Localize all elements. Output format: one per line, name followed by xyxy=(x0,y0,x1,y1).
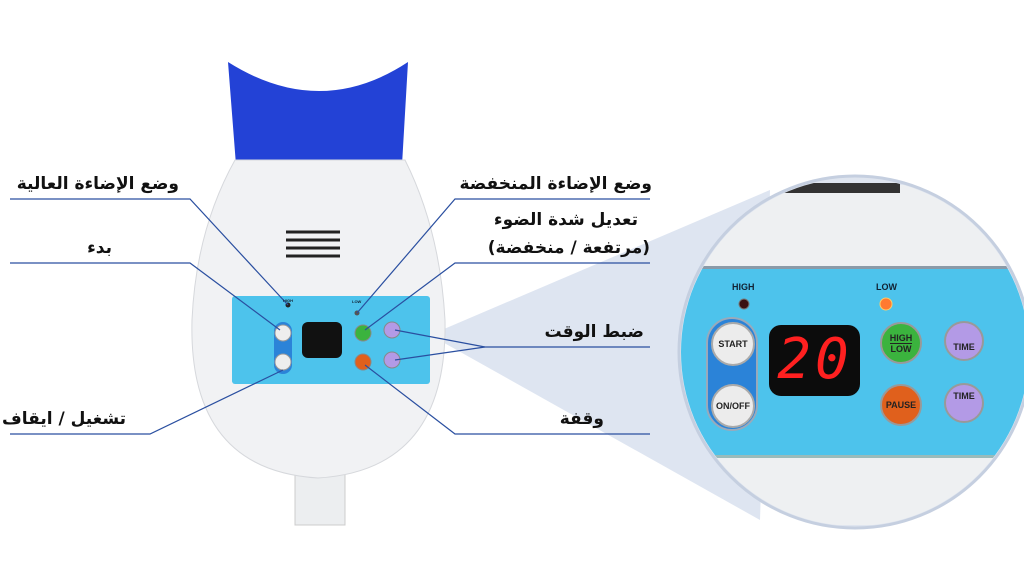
label-high-mode: وضع الإضاءة العالية xyxy=(16,174,179,194)
label-low-mode: وضع الإضاءة المنخفضة xyxy=(459,174,652,194)
zoom-beam xyxy=(430,190,770,520)
label-pause: وقفة xyxy=(559,409,604,429)
low-led xyxy=(879,297,893,311)
small-low-label: LOW xyxy=(352,299,362,304)
label-intensity-line1: تعديل شدة الضوء xyxy=(493,210,638,230)
display-digits: 20 xyxy=(777,327,853,392)
high-low-top: HIGH xyxy=(889,332,913,344)
low-led-label: LOW xyxy=(876,282,897,292)
label-time-set: ضبط الوقت xyxy=(544,322,645,342)
time-up-button[interactable]: TIME xyxy=(944,321,984,361)
onoff-button[interactable]: ON/OFF xyxy=(711,384,755,428)
leader-lines xyxy=(10,198,650,435)
high-low-bottom: LOW xyxy=(890,343,912,354)
high-led xyxy=(738,298,750,310)
vent-grille xyxy=(286,230,340,258)
label-on-off: تشغيل / ايقاف xyxy=(1,409,126,429)
time-up-label: TIME xyxy=(953,342,975,352)
device-mouthpiece xyxy=(228,62,408,165)
high-low-button[interactable]: HIGH LOW xyxy=(880,322,922,364)
start-button[interactable]: START xyxy=(711,322,755,366)
high-led-label: HIGH xyxy=(732,282,755,292)
time-down-label: TIME xyxy=(953,391,975,401)
label-intensity-line2: (مرتفعة / منخفضة) xyxy=(487,238,650,258)
time-down-button[interactable]: TIME xyxy=(944,383,984,423)
timer-display xyxy=(769,325,860,396)
label-start: بدء xyxy=(87,238,112,258)
small-high-label: HIGH xyxy=(283,298,293,303)
pause-button[interactable]: PAUSE xyxy=(880,384,922,426)
